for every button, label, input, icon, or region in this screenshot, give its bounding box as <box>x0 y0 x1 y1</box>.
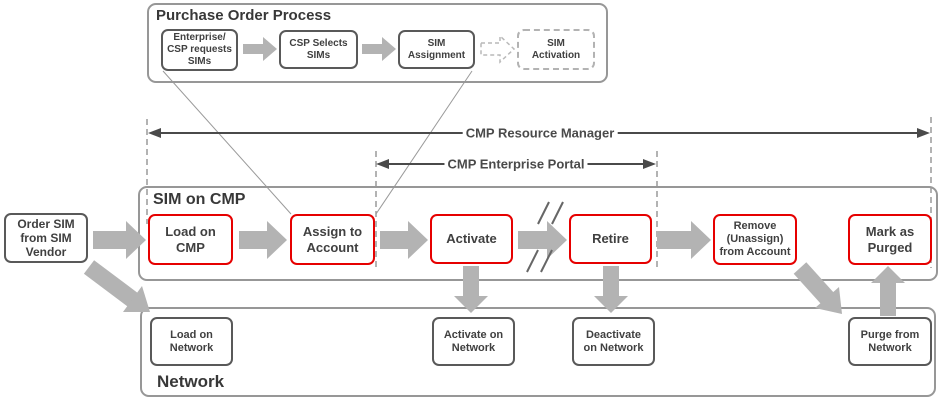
step-box-sim-activation: SIM Activation <box>517 29 595 70</box>
container-network: Network <box>140 307 936 397</box>
step-box-sim-assignment: SIM Assignment <box>398 30 475 69</box>
container-sim-on-cmp: SIM on CMP <box>138 186 938 281</box>
step-box-order-sim-from-vendor: Order SIM from SIM Vendor <box>4 213 88 263</box>
step-box-assign-to-account: Assign to Account <box>290 214 375 265</box>
step-box-retire: Retire <box>569 214 652 264</box>
step-box-activate: Activate <box>430 214 513 264</box>
step-box-remove-unassign-from-account: Remove (Unassign) from Account <box>713 214 797 265</box>
step-box-deactivate-on-network: Deactivate on Network <box>572 317 655 366</box>
step-box-load-on-cmp: Load on CMP <box>148 214 233 265</box>
sim-on-cmp-title: SIM on CMP <box>153 191 246 208</box>
purchase-order-process-title: Purchase Order Process <box>156 7 332 24</box>
enterprise-portal-span-label: CMP Enterprise Portal <box>444 156 588 172</box>
network-title: Network <box>157 372 225 391</box>
step-box-activate-on-network: Activate on Network <box>432 317 515 366</box>
step-box-mark-as-purged: Mark as Purged <box>848 214 932 265</box>
step-box-load-on-network: Load on Network <box>150 317 233 366</box>
arrow-vendor-to-network-body <box>83 260 139 307</box>
step-box-csp-selects-sims: CSP Selects SIMs <box>279 30 358 69</box>
resource-manager-span-label: CMP Resource Manager <box>462 125 618 141</box>
step-box-purge-from-network: Purge from Network <box>848 317 932 366</box>
step-box-enterprise-csp-requests-sims: Enterprise/ CSP requests SIMs <box>161 29 238 71</box>
